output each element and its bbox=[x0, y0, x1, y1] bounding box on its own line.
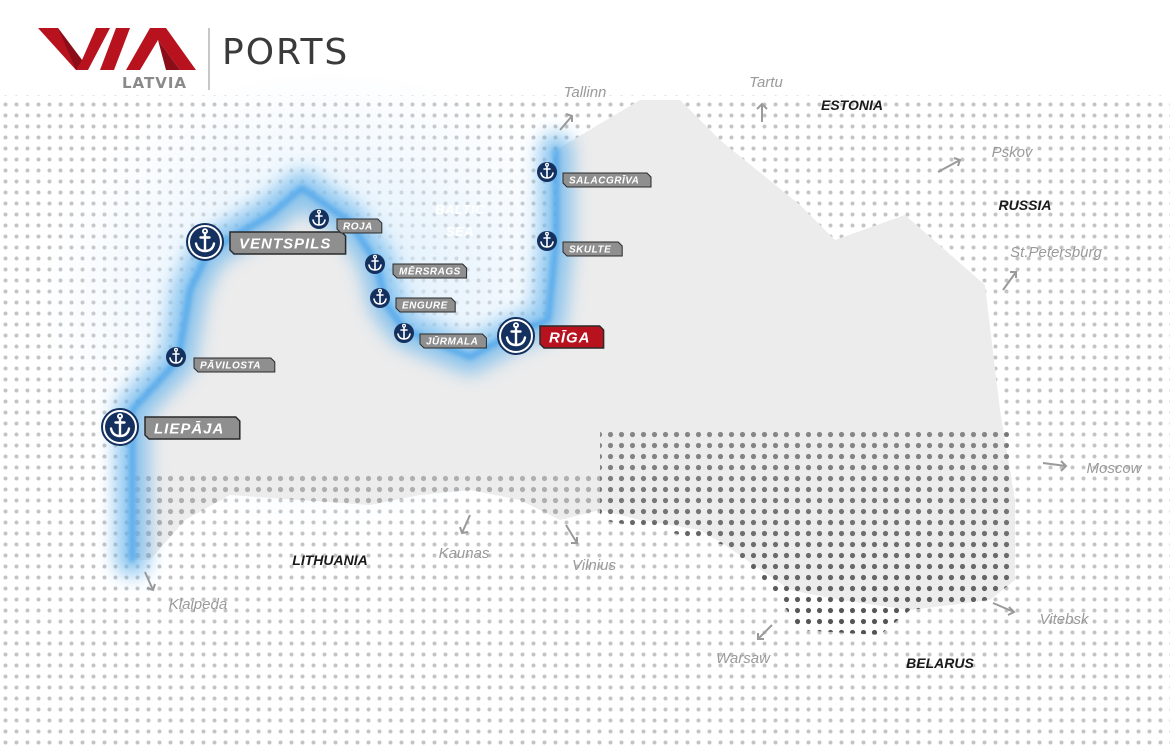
arrow-icon bbox=[757, 624, 773, 640]
city-vitebsk: Vitebsk bbox=[1040, 611, 1090, 628]
anchor-ring bbox=[402, 323, 407, 328]
port-pavilosta[interactable]: PĀVILOSTA bbox=[166, 347, 276, 373]
city-tallinn: Tallinn bbox=[564, 84, 607, 101]
city-klaipeda: Klaipeda bbox=[169, 596, 227, 613]
port-label: MĒRSRAGS bbox=[399, 266, 461, 278]
arrow-icon bbox=[1002, 271, 1017, 291]
port-label: SALACGRĪVA bbox=[569, 175, 639, 187]
city-moscow: Moscow bbox=[1086, 460, 1142, 477]
anchor-icon bbox=[194, 231, 216, 253]
port-roja[interactable]: ROJA bbox=[309, 209, 383, 234]
sea-label-line1: BALTIC bbox=[435, 202, 485, 217]
port-tag bbox=[395, 297, 456, 313]
port-label: ENGURE bbox=[402, 301, 448, 312]
anchor-ring bbox=[544, 231, 549, 236]
port-tag bbox=[336, 218, 383, 234]
logo-sublabel: LATVIA bbox=[122, 74, 188, 92]
anchor-icon bbox=[109, 416, 131, 438]
country-lithuania: LITHUANIA bbox=[292, 552, 367, 568]
port-jurmala[interactable]: JŪRMALA bbox=[394, 323, 487, 349]
port-skulte[interactable]: SKULTE bbox=[537, 231, 623, 257]
port-salacgriva[interactable]: SALACGRĪVA bbox=[537, 162, 652, 188]
brand-logo: LATVIA PORTS bbox=[38, 26, 368, 96]
city-st-petersburg: St.Petersburg bbox=[1010, 244, 1102, 261]
arrow-icon bbox=[565, 524, 578, 544]
anchor-icon bbox=[373, 291, 387, 305]
port-liepaja[interactable]: LIEPĀJA bbox=[101, 408, 241, 446]
port-ventspils[interactable]: VENTSPILS bbox=[186, 223, 347, 261]
anchor-ring bbox=[174, 347, 179, 352]
port-label: SKULTE bbox=[569, 245, 611, 256]
port-tag bbox=[562, 241, 623, 257]
city-tartu: Tartu bbox=[749, 74, 783, 91]
port-engure[interactable]: ENGURE bbox=[370, 288, 456, 313]
logo-divider bbox=[208, 28, 210, 90]
port-mersrags[interactable]: MĒRSRAGS bbox=[365, 254, 468, 279]
port-label: LIEPĀJA bbox=[154, 420, 224, 437]
page-title: PORTS bbox=[222, 32, 350, 73]
anchor-ring bbox=[201, 228, 208, 235]
anchor-ring bbox=[378, 288, 383, 293]
port-tag bbox=[193, 357, 276, 373]
arrow-icon bbox=[992, 602, 1016, 616]
anchor-icon bbox=[540, 165, 554, 179]
arrow-icon bbox=[144, 571, 156, 592]
port-tag bbox=[392, 263, 468, 279]
anchor-ring bbox=[317, 209, 322, 214]
anchor-icon bbox=[397, 326, 411, 340]
anchor-ring bbox=[513, 322, 520, 329]
city-pskov: Pskov bbox=[992, 144, 1034, 161]
port-tag bbox=[562, 172, 652, 188]
anchor-ring bbox=[117, 413, 124, 420]
country-belarus: BELARUS bbox=[906, 655, 974, 671]
city-warsaw: Warsaw bbox=[716, 650, 771, 667]
anchor-icon bbox=[505, 325, 527, 347]
port-riga[interactable]: RĪGA bbox=[497, 317, 605, 355]
arrow-icon bbox=[459, 514, 471, 535]
city-kaunas: Kaunas bbox=[439, 545, 490, 562]
arrow-icon bbox=[559, 113, 573, 131]
anchor-icon bbox=[368, 257, 382, 271]
anchor-ring bbox=[544, 162, 549, 167]
lithuania-dots bbox=[132, 470, 600, 560]
ports-layer: LIEPĀJA VENTSPILS RĪGA PĀVILOSTA ROJA MĒRSRAG… bbox=[101, 162, 652, 446]
city-vilnius: Vilnius bbox=[572, 557, 616, 574]
anchor-ring bbox=[373, 254, 378, 259]
city-arrows bbox=[144, 102, 1068, 640]
via-logo-mark bbox=[38, 28, 196, 70]
arrow-icon bbox=[937, 157, 962, 173]
country-estonia: ESTONIA bbox=[821, 97, 883, 113]
country-russia: RUSSIA bbox=[999, 197, 1052, 213]
arrow-icon bbox=[1042, 460, 1068, 472]
port-label: VENTSPILS bbox=[239, 235, 331, 252]
southeast-dark-dots bbox=[600, 430, 1015, 635]
anchor-icon bbox=[540, 234, 554, 248]
sea-label-line2: SEA bbox=[446, 224, 474, 239]
port-label: PĀVILOSTA bbox=[200, 360, 261, 372]
port-label: RĪGA bbox=[549, 329, 591, 346]
arrow-icon bbox=[756, 102, 768, 122]
port-label: JŪRMALA bbox=[426, 336, 478, 348]
anchor-icon bbox=[312, 212, 326, 226]
anchor-icon bbox=[169, 350, 183, 364]
port-label: ROJA bbox=[343, 222, 373, 233]
port-tag bbox=[144, 416, 241, 440]
port-tag bbox=[539, 325, 605, 349]
port-tag bbox=[419, 333, 487, 349]
